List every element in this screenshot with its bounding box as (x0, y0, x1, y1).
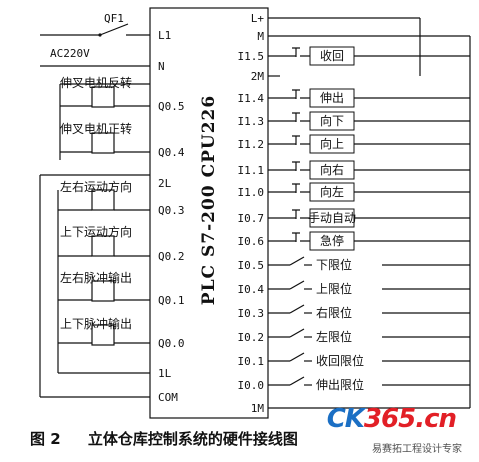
output-coil-box (91, 280, 115, 302)
plc-pin-label: I0.3 (238, 307, 265, 320)
plc-pin-label: I0.4 (238, 283, 265, 296)
plc-pin-label: 1M (251, 402, 265, 415)
plc-pin-label: I1.0 (238, 186, 265, 199)
limit-switch-label: 右限位 (316, 305, 352, 320)
pushbutton-label: 向下 (320, 113, 344, 128)
plc-pin-label: I1.2 (238, 138, 265, 151)
pushbutton-label: 向右 (320, 162, 344, 177)
plc-pin-label: I0.0 (238, 379, 265, 392)
plc-pin-label: L+ (251, 12, 265, 25)
pushbutton-label: 收回 (320, 49, 344, 63)
pushbutton-symbol (286, 232, 310, 242)
watermark-logo: CK365.cn (326, 404, 457, 434)
static-wiring (39, 17, 471, 409)
plc-pin-label: Q0.1 (158, 294, 185, 307)
plc-pin-label: I1.4 (238, 92, 265, 105)
limit-switch-label: 下限位 (316, 257, 352, 272)
output-device-label: 左右脉冲输出 (60, 270, 132, 285)
pushbutton-symbol (286, 89, 310, 99)
plc-pin-label: I0.2 (238, 331, 265, 344)
pushbutton-symbol (286, 135, 310, 145)
watermark-logo-b: 365.cn (363, 404, 457, 434)
output-device-label: 左右运动方向 (60, 179, 132, 194)
output-device-label: 伸叉电机正转 (60, 121, 132, 136)
pushbutton-symbol (286, 209, 310, 219)
plc-pin-label: I0.6 (238, 235, 265, 248)
output-coil-box (91, 132, 115, 154)
plc-pin-label: M (257, 30, 264, 43)
figure-caption: 图 2 立体仓库控制系统的硬件接线图 (30, 428, 298, 449)
plc-unit: PLC S7-200 CPU226 L1N Q0.5Q0.4 2L Q0.3Q0.2Q0… (149, 7, 269, 419)
limit-switch-label: 收回限位 (316, 353, 364, 368)
supply-label: AC220V (50, 47, 90, 60)
plc-pin-label: I0.5 (238, 259, 265, 272)
plc-box (149, 7, 269, 419)
output-coil-box (91, 235, 115, 257)
limit-switch-blade (289, 304, 305, 314)
pushbutton-symbol (286, 161, 310, 171)
figure-number: 图 2 (30, 430, 61, 448)
output-coil-box (91, 86, 115, 108)
pushbutton-label: 伸出 (320, 91, 344, 105)
plc-pin-label: Q0.2 (158, 250, 185, 263)
plc-pin-label: I1.5 (238, 50, 265, 63)
plc-pin-label: I1.1 (238, 164, 265, 177)
plc-model-label: PLC S7-200 CPU226 (199, 95, 219, 305)
plc-pin-label: 1L (158, 367, 172, 380)
pushbutton-symbol (286, 112, 310, 122)
plc-pin-label: COM (158, 391, 178, 404)
output-coil-box (91, 189, 115, 211)
qf1-breaker-blade (99, 23, 129, 36)
pushbutton-symbol (286, 47, 310, 57)
limit-switch-blade (289, 256, 305, 266)
plc-pin-label: L1 (158, 29, 171, 42)
pushbutton-label: 急停 (320, 233, 344, 248)
limit-switch-label: 伸出限位 (316, 377, 364, 392)
limit-switch-blade (289, 352, 305, 362)
plc-pin-label: Q0.5 (158, 100, 185, 113)
plc-pin-label: Q0.4 (158, 146, 185, 159)
plc-pin-label: Q0.0 (158, 337, 185, 350)
pushbutton-symbol (286, 183, 310, 193)
output-device-label: 上下脉冲输出 (60, 316, 132, 331)
plc-pin-label: N (158, 60, 165, 73)
plc-pin-label: 2L (158, 177, 172, 190)
watermark-logo-a: CK (326, 404, 365, 434)
limit-switch-label: 上限位 (316, 281, 352, 296)
plc-pin-label: I1.3 (238, 115, 265, 128)
output-coil-box (91, 324, 115, 346)
pushbutton-label: 向左 (320, 184, 344, 199)
figure-title: 立体仓库控制系统的硬件接线图 (87, 430, 298, 448)
pushbutton-label: 手动自动 (308, 211, 356, 225)
qf1-contact (98, 33, 102, 37)
qf1-label: QF1 (104, 12, 124, 25)
limit-switch-blade (289, 328, 305, 338)
limit-switch-label: 左限位 (316, 329, 352, 344)
output-device-label: 上下运动方向 (60, 224, 132, 239)
limit-switch-blade (289, 280, 305, 290)
watermark-subtitle: 易赛拓工程设计专家 (372, 444, 462, 455)
plc-pin-label: I0.1 (238, 355, 265, 368)
output-device-label: 伸叉电机反转 (60, 75, 132, 90)
watermark: CK365.cn 易赛拓工程设计专家 (300, 402, 470, 462)
plc-pin-label: I0.7 (238, 212, 265, 225)
plc-pin-label: Q0.3 (158, 204, 185, 217)
limit-switch-blade (289, 376, 305, 386)
plc-pin-label: 2M (251, 70, 265, 83)
pushbutton-label: 向上 (320, 136, 344, 151)
